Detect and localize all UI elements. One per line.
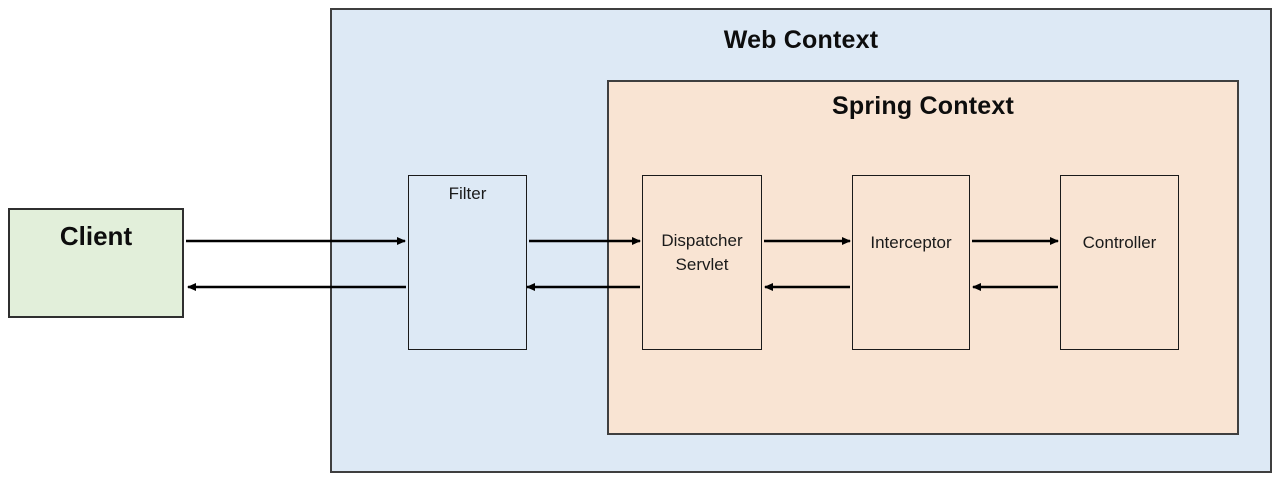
node-filter: Filter xyxy=(408,175,527,350)
node-controller-label: Controller xyxy=(1082,233,1157,252)
node-client-label: Client xyxy=(59,221,133,251)
spring-context-title: Spring Context xyxy=(832,92,1014,120)
node-client: Client xyxy=(8,208,184,318)
node-interceptor-label: Interceptor xyxy=(870,233,952,252)
node-controller: Controller xyxy=(1060,175,1179,350)
node-dispatcher-servlet: Dispatcher Servlet xyxy=(642,175,762,350)
web-context-title: Web Context xyxy=(723,26,879,54)
node-interceptor: Interceptor xyxy=(852,175,970,350)
node-dispatcher-servlet-label: Dispatcher Servlet xyxy=(661,231,743,274)
node-filter-label: Filter xyxy=(448,184,487,203)
